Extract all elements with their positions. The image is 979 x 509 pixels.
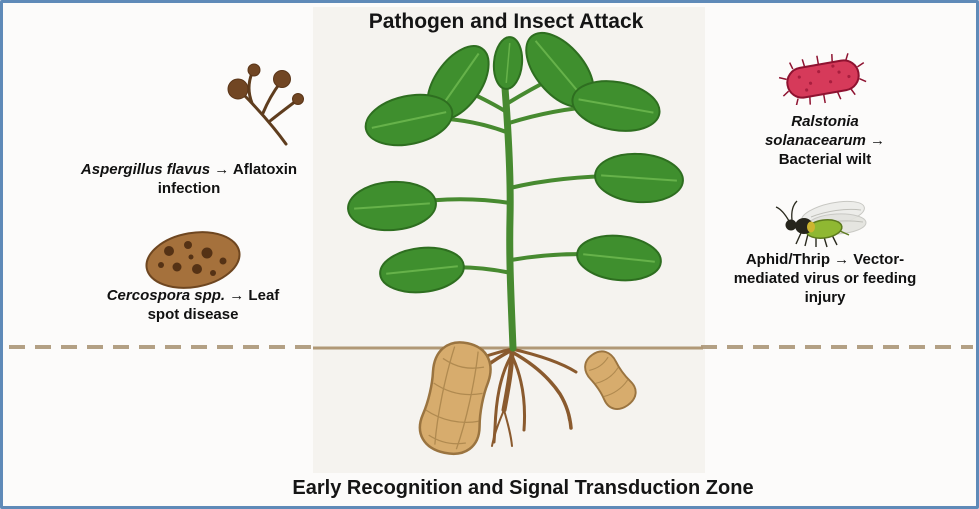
aspergillus-species: Aspergillus flavus	[80, 161, 211, 178]
cercospora-caption-line1: Cercospora spp. → Leaf	[83, 287, 303, 306]
aspergillus-caption-line2: infection	[157, 179, 221, 197]
cercospora-caption-line2: spot disease	[147, 305, 239, 323]
aphid-thrip-caption: Aphid/Thrip → Vector- mediated virus or …	[726, 251, 924, 307]
aphid-caption-line1: Aphid/Thrip → Vector-	[745, 251, 905, 268]
aphid-thrip-icon	[775, 200, 867, 248]
leaves	[347, 31, 684, 294]
cercospora-effect: → Leaf	[229, 287, 280, 304]
ralstonia-caption: Ralstonia solanacearum → Bacterial wilt	[745, 113, 905, 169]
aphid-caption-line2: mediated virus or feeding	[733, 269, 917, 287]
peanut-plant-illustration	[313, 31, 703, 455]
peanut-pod-large	[418, 341, 492, 455]
ralstonia-effect: Bacterial wilt	[778, 150, 872, 168]
zone-title: Early Recognition and Signal Transductio…	[292, 477, 754, 499]
ralstonia-bacterium-icon	[778, 53, 867, 105]
aspergillus-effect: → Aflatoxin	[214, 161, 298, 178]
aspergillus-caption-line1: Aspergillus flavus → Aflatoxin	[58, 161, 320, 180]
peanut-pod-small	[584, 350, 637, 410]
aspergillus-caption: Aspergillus flavus → Aflatoxin infection	[58, 161, 320, 199]
ralstonia-species-line2: solanacearum →	[764, 131, 886, 149]
diagram-title: Pathogen and Insect Attack	[368, 10, 644, 33]
peanut-pods	[418, 341, 637, 455]
soil-dashed-line-right	[701, 345, 973, 349]
cercospora-infected-seed-icon	[145, 231, 241, 289]
cercospora-caption: Cercospora spp. → Leaf spot disease	[83, 287, 303, 325]
aspergillus-fungus-icon	[227, 63, 304, 146]
cercospora-species: Cercospora spp.	[106, 287, 226, 304]
aphid-caption-line3: injury	[804, 288, 846, 306]
soil-dashed-line-left	[9, 345, 315, 349]
ralstonia-species-line1: Ralstonia	[791, 113, 859, 130]
